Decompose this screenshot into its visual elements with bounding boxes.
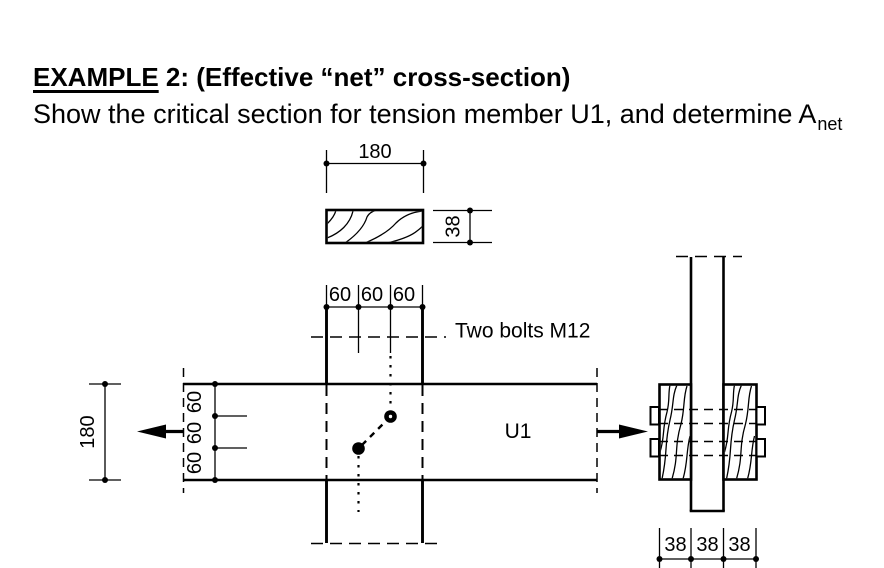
width-dim-label: 180 <box>358 141 391 163</box>
example-title: EXAMPLE 2: (Effective “net” cross-sectio… <box>33 62 571 92</box>
depth-dimension: 180 <box>77 381 121 483</box>
title-rest: 2: (Effective “net” cross-section) <box>158 62 571 92</box>
example-word: EXAMPLE <box>33 62 159 92</box>
row-spacing-dimension: 60 60 60 <box>184 381 247 483</box>
spacing-label-1: 60 <box>329 284 351 306</box>
bolt-shank-lines <box>659 408 757 457</box>
elevation-view: 60 60 60 Two bolts M12 <box>77 284 648 545</box>
side-right-grain <box>724 385 756 479</box>
washers <box>649 406 766 458</box>
thickness-dimension: 38 <box>433 207 492 246</box>
spacing-label-2: 60 <box>361 284 383 306</box>
width-dimension: 180 <box>323 141 427 193</box>
upper-bolt-center <box>388 414 393 419</box>
cross-section-view: 180 38 <box>323 141 492 246</box>
subtitle-text: Show the critical section for tension me… <box>33 99 817 129</box>
row-label-1: 60 <box>184 391 206 413</box>
critical-section-path <box>352 356 397 512</box>
ply-label-3: 38 <box>728 534 750 556</box>
left-force-arrow <box>137 424 183 439</box>
row-label-3: 60 <box>184 452 206 474</box>
row-label-2: 60 <box>184 422 206 444</box>
lower-bolt <box>352 442 365 455</box>
depth-dim-label: 180 <box>77 415 99 448</box>
side-view: 38 38 38 <box>649 255 766 568</box>
spacing-label-3: 60 <box>393 284 415 306</box>
problem-statement: Show the critical section for tension me… <box>33 99 842 134</box>
thickness-dim-label: 38 <box>443 215 465 237</box>
subtitle-subscript: net <box>817 114 843 134</box>
wood-grain-hatch <box>327 211 422 242</box>
ply-label-1: 38 <box>664 534 686 556</box>
tension-member-outline <box>182 368 598 493</box>
bolt-note-label: Two bolts M12 <box>455 320 590 343</box>
ply-thickness-dimension: 38 38 38 <box>656 528 759 568</box>
member-label: U1 <box>505 420 532 443</box>
right-force-arrow <box>597 424 648 439</box>
crossing-member <box>311 307 440 545</box>
ply-label-2: 38 <box>696 534 718 556</box>
bolt-spacing-dimension: 60 60 60 <box>323 284 426 353</box>
